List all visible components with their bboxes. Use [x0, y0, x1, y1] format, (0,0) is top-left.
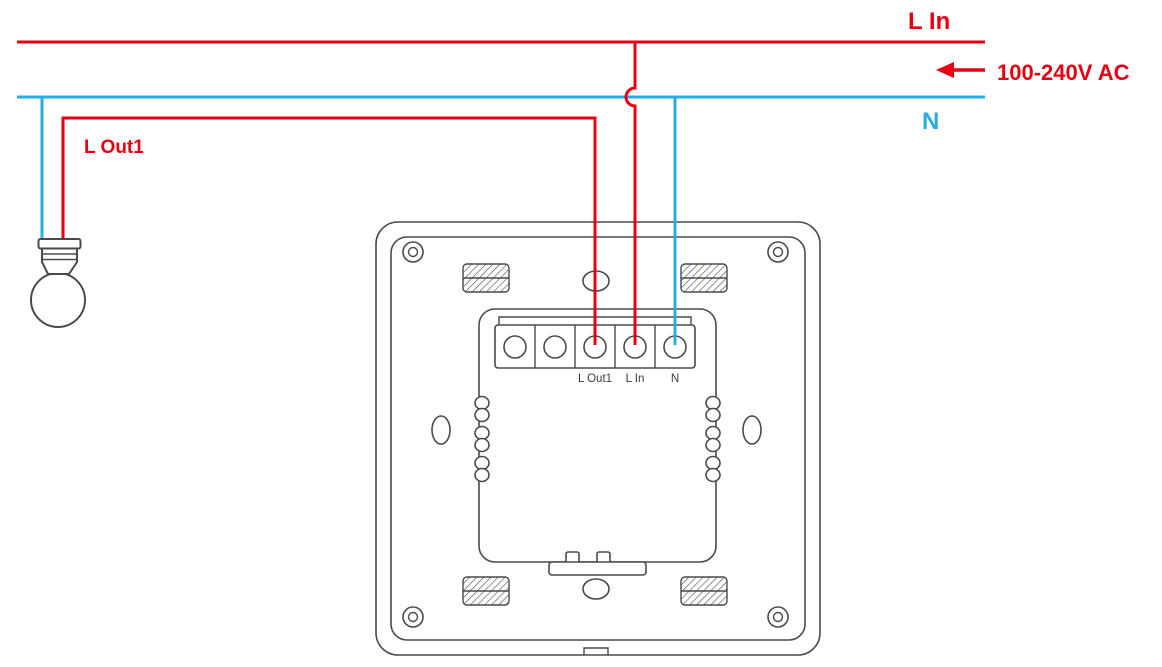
claw-top-left [462, 263, 510, 293]
terminal-screw-1 [503, 335, 527, 359]
screw-inner-ring [407, 611, 419, 623]
clip-bump [474, 467, 490, 483]
label-voltage: 100-240V AC [997, 60, 1130, 85]
screw-outer-ring [402, 606, 424, 628]
screw-inner-ring [407, 246, 419, 258]
terminal-label-lout1: L Out1 [578, 373, 612, 385]
clip-bump [705, 407, 721, 423]
label-neutral: N [922, 108, 939, 135]
live-in-drop-wire [624, 42, 637, 345]
load-out-wire [61, 116, 597, 345]
bulb-glass [30, 272, 86, 328]
module-right-clips [705, 395, 721, 483]
bulb-cap-flange [37, 238, 82, 250]
clip-bump [705, 455, 721, 471]
claw-bottom-right [680, 576, 728, 606]
module-bottom-bracket [548, 561, 647, 576]
clip-bump [474, 437, 490, 453]
mount-hole-right [742, 415, 762, 445]
terminal-screw-2 [543, 335, 567, 359]
screw-bottom-right [767, 606, 789, 628]
clip-bump [705, 467, 721, 483]
screw-bottom-left [402, 606, 424, 628]
bulb-screw-base [41, 247, 78, 275]
screw-outer-ring [767, 241, 789, 263]
screw-outer-ring [767, 606, 789, 628]
screw-inner-ring [772, 611, 784, 623]
mount-hole-bottom [582, 578, 610, 600]
light-bulb [30, 238, 86, 328]
clip-bump [705, 425, 721, 441]
clip-bump [474, 407, 490, 423]
screw-top-left [402, 241, 424, 263]
module-left-clips [474, 395, 490, 483]
claw-bottom-left [462, 576, 510, 606]
voltage-arrow [936, 62, 985, 78]
clip-bump [474, 395, 490, 411]
screw-top-right [767, 241, 789, 263]
plate-bottom-notch [583, 647, 609, 655]
switch-plate: L Out1 L In N [375, 221, 821, 656]
wires [17, 40, 985, 345]
screw-outer-ring [402, 241, 424, 263]
clip-bump [474, 455, 490, 471]
terminal-dividers [534, 325, 656, 368]
screw-inner-ring [772, 246, 784, 258]
clip-bump [474, 425, 490, 441]
clip-bump [705, 437, 721, 453]
label-l-out1: L Out1 [84, 137, 144, 158]
claw-top-right [680, 263, 728, 293]
arrow-head [936, 62, 954, 78]
label-l-in: L In [908, 8, 950, 35]
terminal-label-lin: L In [626, 373, 645, 385]
mount-hole-left [431, 415, 451, 445]
annotations: L In 100-240V AC N L Out1 [84, 8, 1130, 158]
clip-bump [705, 395, 721, 411]
terminal-label-n: N [671, 373, 679, 385]
bulb-thread-lines [42, 253, 77, 261]
